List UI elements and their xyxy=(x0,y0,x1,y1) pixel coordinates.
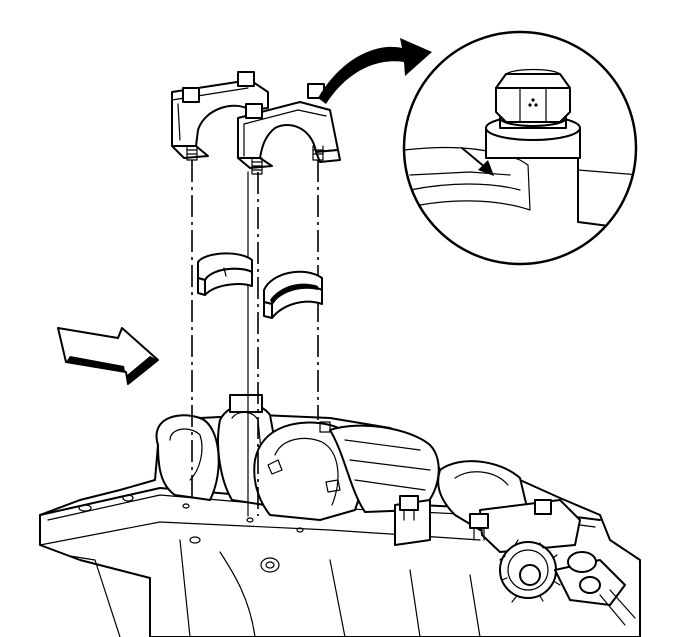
bearing-cap-front xyxy=(237,83,341,175)
installed-bearing-cap xyxy=(394,495,581,553)
direction-arrow-icon xyxy=(57,327,159,385)
detail-magnifier xyxy=(402,30,638,266)
callout-arrow-icon xyxy=(318,38,432,104)
alignment-lines xyxy=(191,160,319,517)
pointer-arrow-icon xyxy=(461,147,494,176)
bearing-insert-upper xyxy=(197,252,253,296)
bearing-insert-lower xyxy=(263,270,323,319)
engine-block xyxy=(39,394,641,637)
bolt-hex-head xyxy=(495,73,571,123)
cap-bolt-head xyxy=(245,103,263,119)
cap-bolt-head xyxy=(534,499,552,515)
crank-gear xyxy=(499,539,636,626)
cap-bolt-head xyxy=(182,87,200,103)
bearing-cap-rear xyxy=(171,71,269,161)
cap-bolt-head xyxy=(399,495,419,511)
cap-bolt-head xyxy=(237,71,255,87)
cap-bolt-head xyxy=(469,513,489,529)
